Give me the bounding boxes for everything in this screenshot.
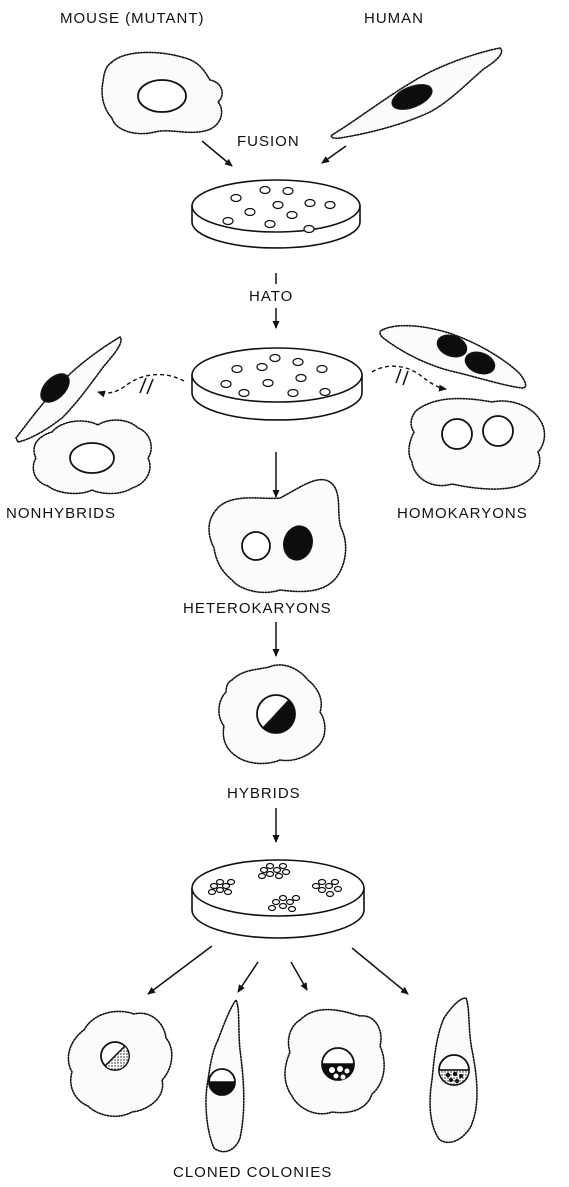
homokaryon-mouse-cell-icon: [409, 399, 545, 489]
homokaryon-human-cell-icon: [380, 326, 526, 388]
human-cell-icon: [331, 48, 501, 138]
mouse-cell-icon: [102, 52, 222, 133]
nonhybrid-mouse-cell-icon: [33, 420, 151, 493]
heterokaryon-cell-icon: [209, 480, 346, 593]
clone-cell-1-icon: [68, 1011, 171, 1116]
hybrid-cell-icon: [219, 665, 325, 764]
clone-cell-2-icon: [206, 1000, 244, 1152]
clone-cell-3-icon: [285, 1010, 384, 1114]
culture-dish-fusion: [192, 180, 360, 248]
culture-dish-hato: [192, 348, 362, 420]
blocked-arrow-right: [372, 366, 446, 389]
culture-dish-colonies: [192, 860, 364, 938]
fused-nucleus-icon: [257, 695, 295, 733]
clone-cell-4-icon: [430, 998, 477, 1142]
blocked-arrow-left: [98, 375, 184, 394]
